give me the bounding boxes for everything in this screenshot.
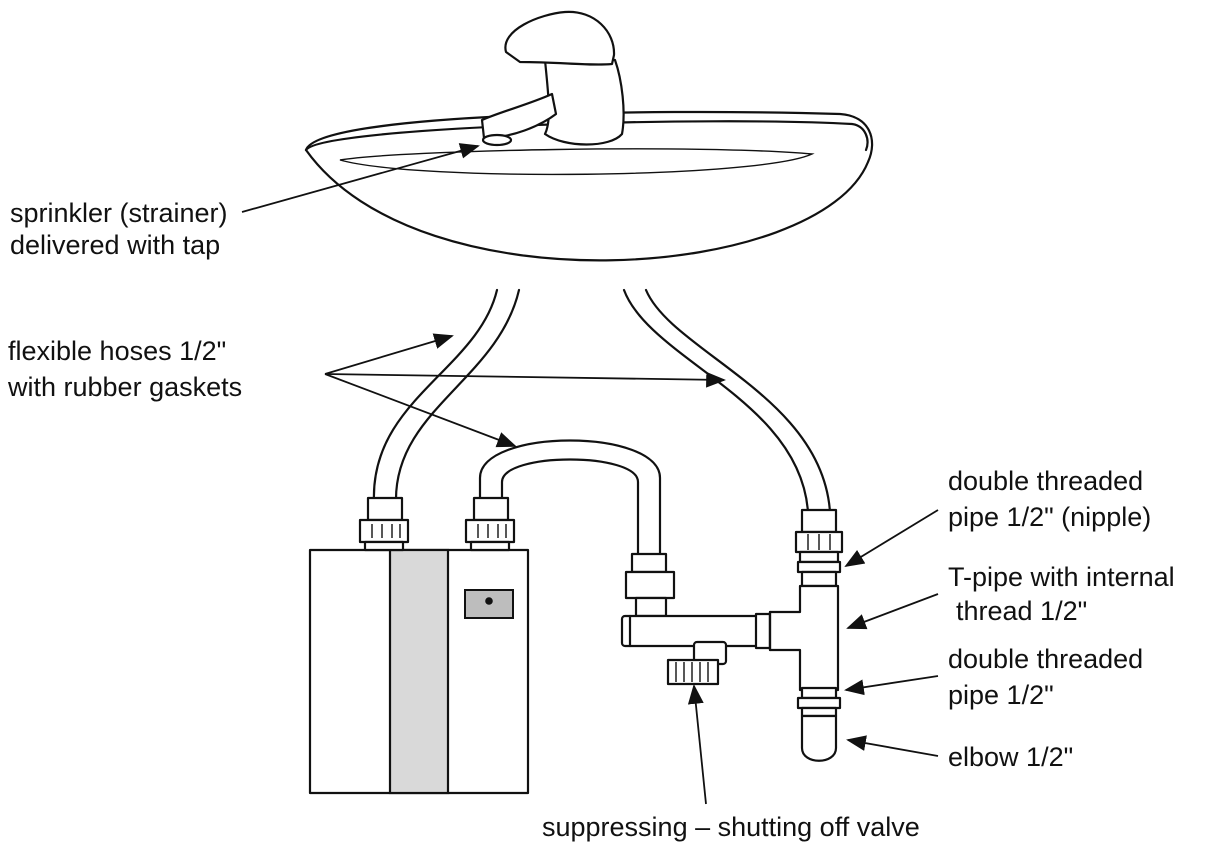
- hose-loop: [478, 439, 662, 558]
- arrow-tpipe: [846, 593, 939, 630]
- wash-basin: [304, 110, 874, 262]
- mixer-tap: [480, 10, 625, 147]
- arrows-hoses: [324, 333, 726, 448]
- arrow-sprinkler: [241, 143, 480, 213]
- label-valve: suppressing – shutting off valve: [542, 812, 920, 842]
- hose-left: [372, 288, 521, 504]
- water-heater: [308, 548, 530, 795]
- t-pipe: [768, 584, 840, 692]
- label-elbow: elbow 1/2": [948, 742, 1073, 772]
- elbow: [800, 714, 838, 762]
- heater-fitting-right: [464, 496, 516, 552]
- label-double-pipe: double threaded pipe 1/2": [948, 644, 1151, 710]
- arrow-double-pipe: [844, 675, 939, 696]
- label-nipple: double threaded pipe 1/2" (nipple): [948, 466, 1151, 532]
- arrow-elbow: [846, 735, 939, 757]
- connector-nipple: [754, 612, 772, 650]
- arrow-nipple: [844, 509, 939, 568]
- label-tpipe: T-pipe with internal thread 1/2": [948, 562, 1182, 626]
- label-sprinkler: sprinkler (strainer) delivered with tap: [10, 198, 235, 260]
- double-threaded-pipe: [796, 686, 842, 718]
- hose-right: [622, 288, 832, 514]
- shutoff-valve: [620, 552, 760, 686]
- arrow-valve: [687, 684, 707, 805]
- nipple-fitting: [794, 508, 844, 588]
- label-hoses: flexible hoses 1/2" with rubber gaskets: [7, 336, 242, 402]
- heater-fitting-left: [358, 496, 410, 552]
